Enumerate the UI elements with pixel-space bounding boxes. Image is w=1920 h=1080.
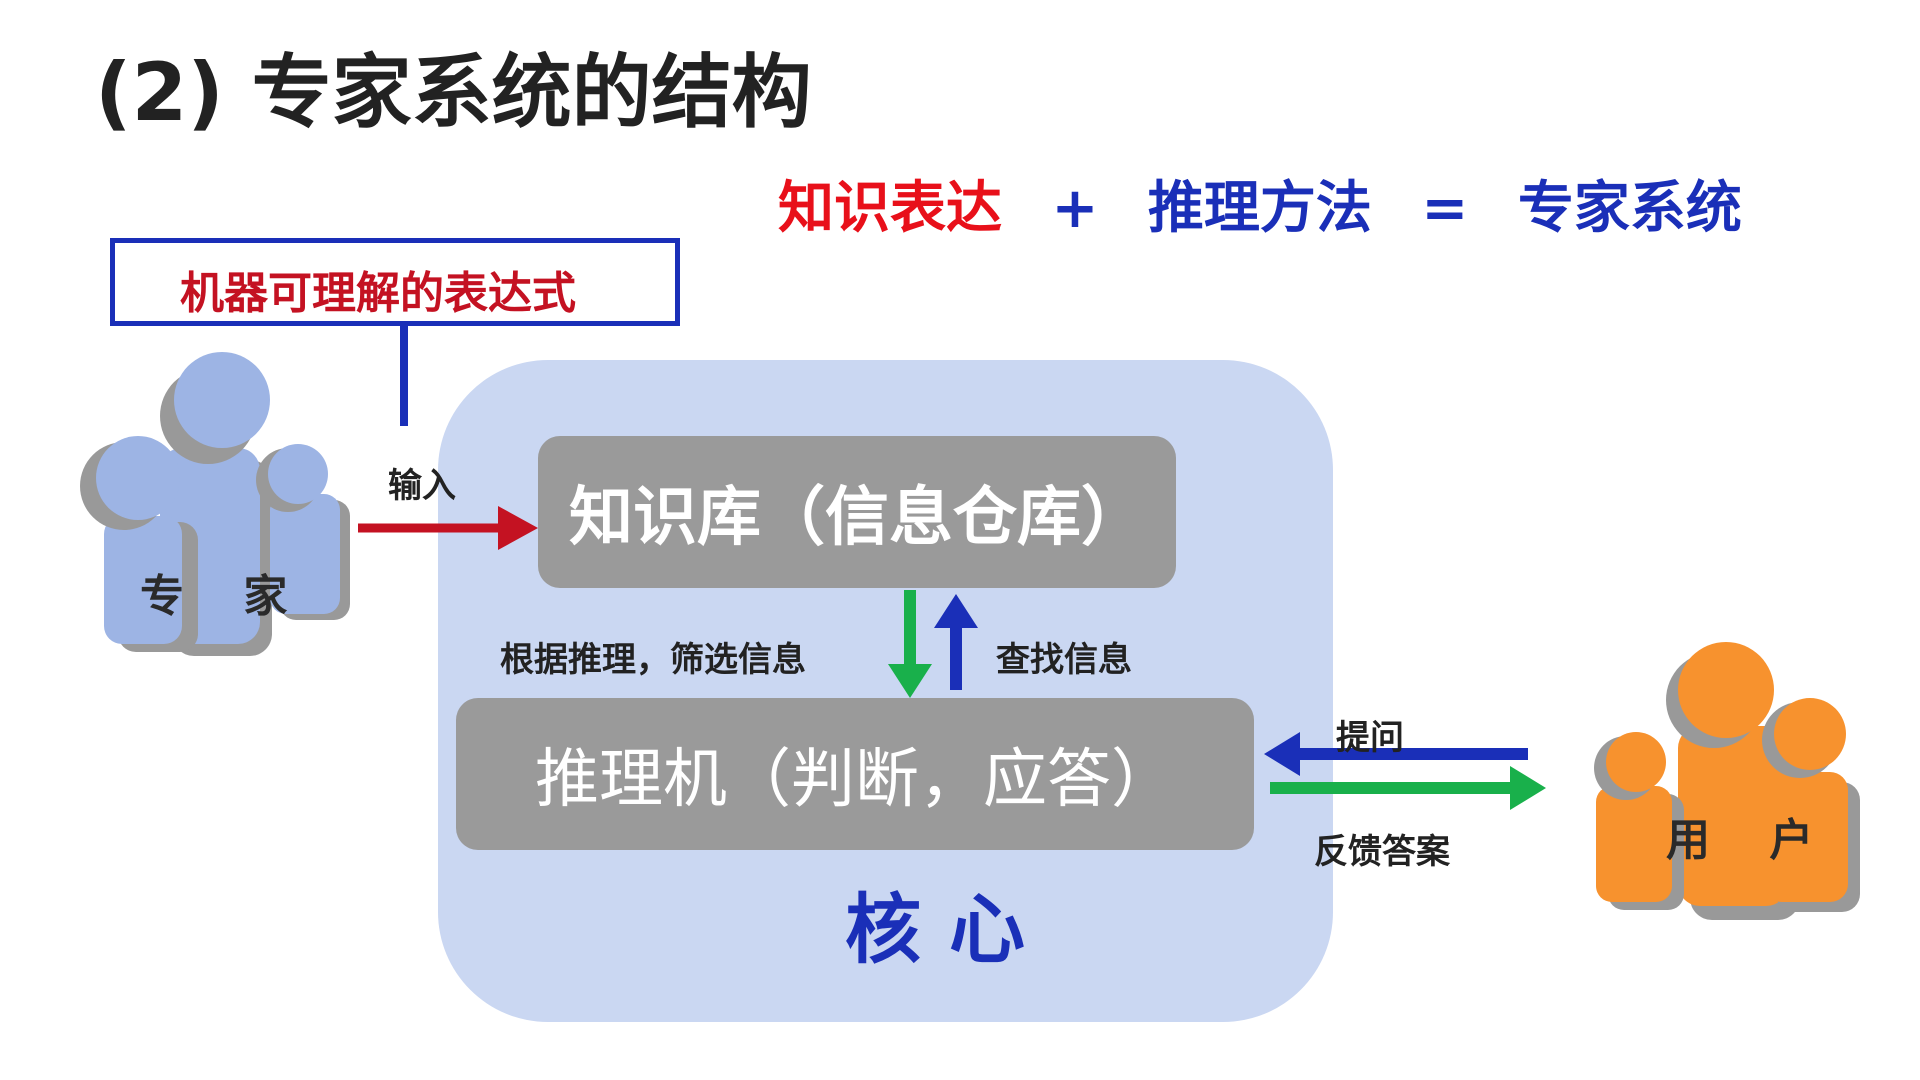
filter-down-arrow bbox=[888, 590, 932, 698]
input-label: 输入 bbox=[388, 466, 456, 506]
formula-reasoning-method: 推理方法 bbox=[1147, 176, 1372, 241]
lookup-label: 查找信息 bbox=[996, 640, 1132, 680]
inference-engine-box: 推理机（判断，应答） bbox=[456, 698, 1254, 850]
callout-connector bbox=[400, 326, 408, 426]
formula: 知识表达 + 推理方法 = 专家系统 bbox=[778, 175, 1742, 242]
user-label: 用 户 bbox=[1666, 815, 1836, 866]
feedback-label: 反馈答案 bbox=[1314, 832, 1450, 872]
callout-box: 机器可理解的表达式 bbox=[110, 238, 680, 326]
ask-label: 提问 bbox=[1336, 718, 1404, 758]
formula-expert-system: 专家系统 bbox=[1517, 176, 1742, 241]
user-people-icon bbox=[1594, 642, 1860, 920]
core-label: 核心 bbox=[845, 885, 1053, 974]
knowledge-base-box: 知识库（信息仓库） bbox=[538, 436, 1176, 588]
feedback-arrow bbox=[1270, 766, 1546, 810]
filter-label: 根据推理，筛选信息 bbox=[500, 640, 806, 680]
callout-text: 机器可理解的表达式 bbox=[180, 268, 576, 319]
lookup-up-arrow bbox=[934, 594, 978, 690]
ask-arrow bbox=[1264, 732, 1528, 776]
formula-knowledge-representation: 知识表达 bbox=[778, 176, 1002, 241]
expert-people-icon bbox=[80, 352, 350, 656]
formula-plus: + bbox=[1051, 176, 1099, 241]
page-title: (2) 专家系统的结构 bbox=[95, 46, 812, 139]
input-arrow bbox=[358, 506, 538, 550]
expert-label: 专 家 bbox=[140, 571, 310, 622]
formula-equals: = bbox=[1421, 176, 1469, 241]
